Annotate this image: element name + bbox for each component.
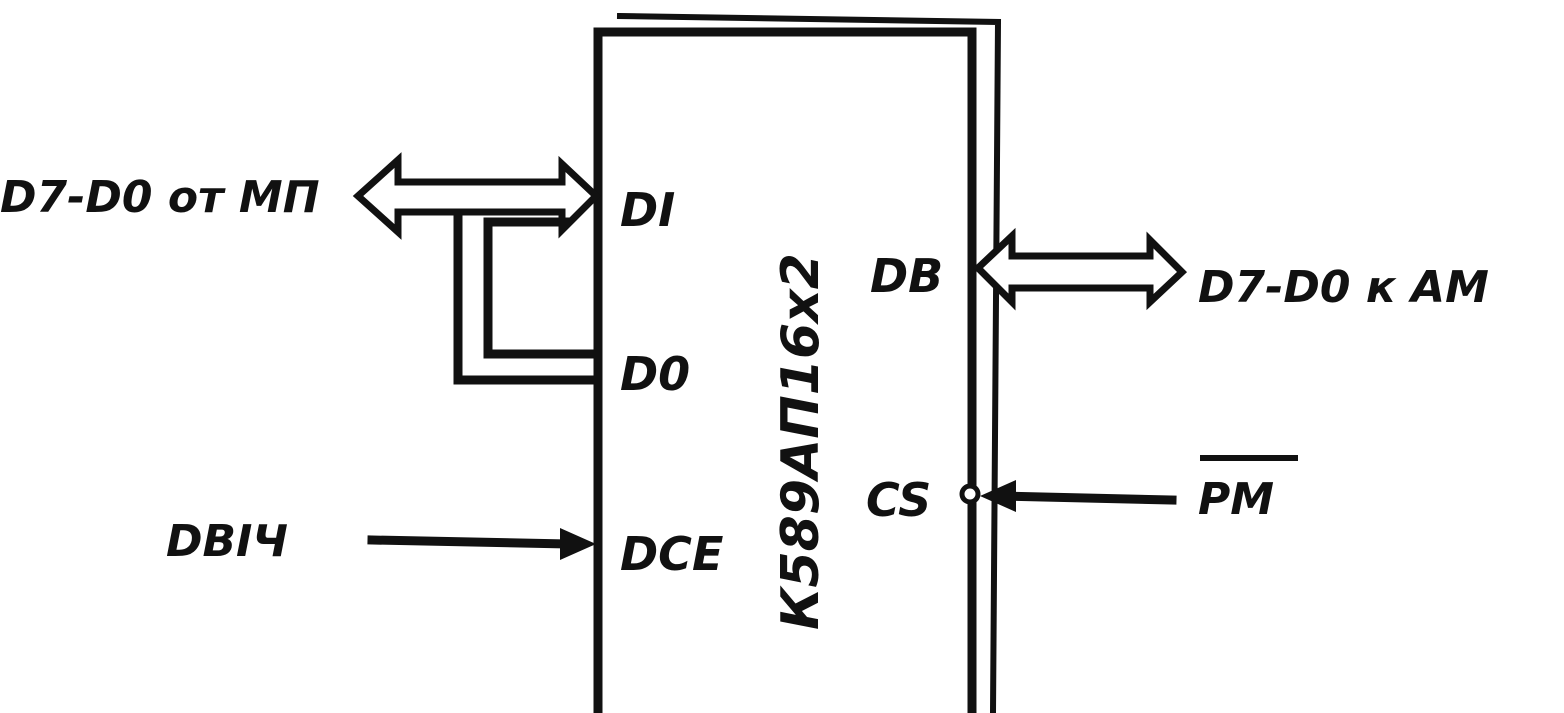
pin-d0-label: D0 [620,347,690,401]
cs-input-arrow [959,480,1177,512]
chip-part-number: К589АП16х2 [771,253,831,630]
input-bus-label: D7-D0 от МП [0,172,320,223]
d0-loop-outer [453,209,601,385]
rm-label: PM [1198,474,1274,525]
pin-cs-label: CS [866,473,931,527]
pin-db-label: DB [870,249,943,303]
chip-body [593,12,1002,713]
output-bus-arrow [972,227,1188,311]
pin-d1-label: DI [620,183,675,237]
pin-dce-label: DCE [620,527,723,581]
dce-input-arrow [367,528,596,560]
output-bus-label: D7-D0 к АМ [1198,262,1489,313]
d0-loop-inner [483,223,601,359]
dbin-label: DBIЧ [166,516,288,567]
input-bus-arrow [352,152,602,240]
